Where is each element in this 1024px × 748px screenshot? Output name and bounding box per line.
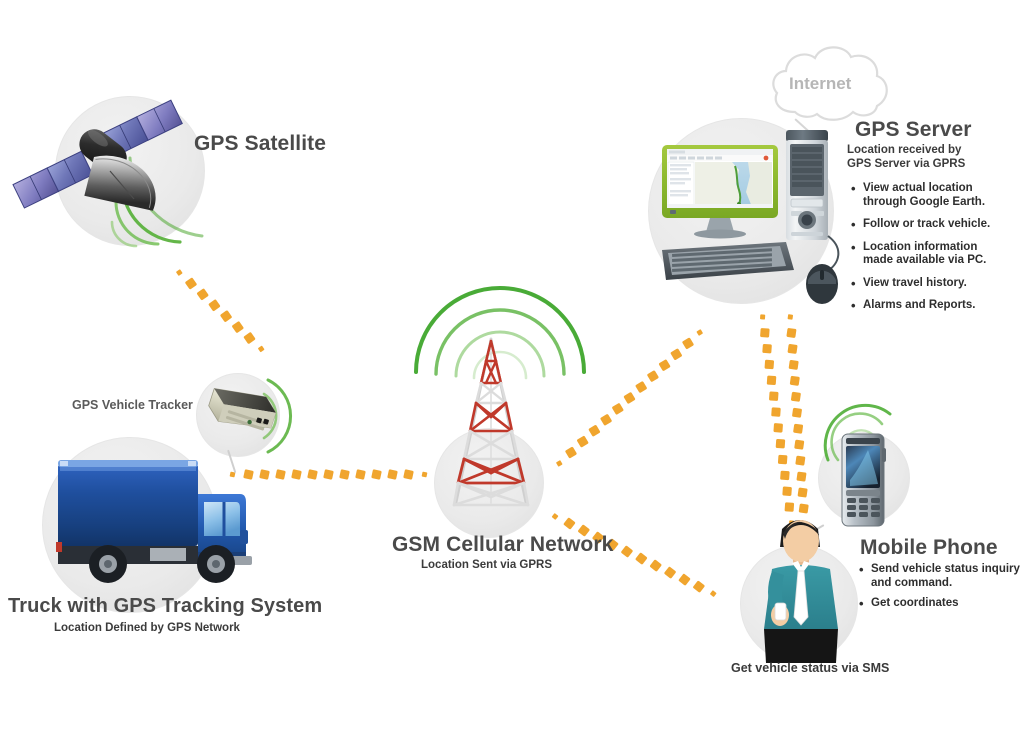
list-item: Send vehicle status inquiry and command. bbox=[858, 562, 1024, 590]
server-subtitle: Location received by GPS Server via GPRS bbox=[847, 144, 966, 171]
mobile-phone-icon bbox=[836, 432, 892, 528]
delivery-truck-icon bbox=[38, 452, 278, 592]
internet-label: Internet bbox=[789, 74, 852, 93]
list-item: Follow or track vehicle. bbox=[850, 217, 1022, 232]
truck-subtitle: Location Defined by GPS Network bbox=[54, 622, 240, 634]
cell-tower-icon bbox=[448, 335, 534, 515]
list-item: Alarms and Reports. bbox=[850, 298, 1022, 313]
tower-subtitle: Location Sent via GPRS bbox=[421, 559, 552, 571]
mobile-title: Mobile Phone bbox=[860, 536, 998, 559]
desktop-computer-icon bbox=[640, 100, 855, 315]
list-item: Location information made available via … bbox=[850, 240, 1022, 268]
tower-signal-arcs bbox=[410, 262, 590, 442]
businessman-icon bbox=[742, 505, 860, 663]
gps-tracker-device-icon bbox=[200, 382, 282, 444]
mobile-benefit-list: Send vehicle status inquiry and command.… bbox=[858, 562, 1024, 618]
server-title: GPS Server bbox=[855, 118, 972, 141]
satellite-label: GPS Satellite bbox=[194, 132, 327, 155]
internet-cloud-icon bbox=[765, 38, 895, 130]
tracker-label: GPS Vehicle Tracker bbox=[72, 398, 193, 412]
connector-tower-to-person bbox=[549, 510, 733, 606]
list-item: Get coordinates bbox=[858, 596, 1024, 611]
tower-title: GSM Cellular Network bbox=[392, 533, 614, 556]
truck-title: Truck with GPS Tracking System bbox=[8, 595, 323, 617]
list-item: View travel history. bbox=[850, 276, 1022, 291]
server-benefit-list: View actual location through Google Eart… bbox=[850, 181, 1022, 322]
person-caption: Get vehicle status via SMS bbox=[731, 661, 890, 675]
list-item: View actual location through Google Eart… bbox=[850, 181, 1022, 209]
gps-satellite-icon bbox=[8, 95, 208, 255]
